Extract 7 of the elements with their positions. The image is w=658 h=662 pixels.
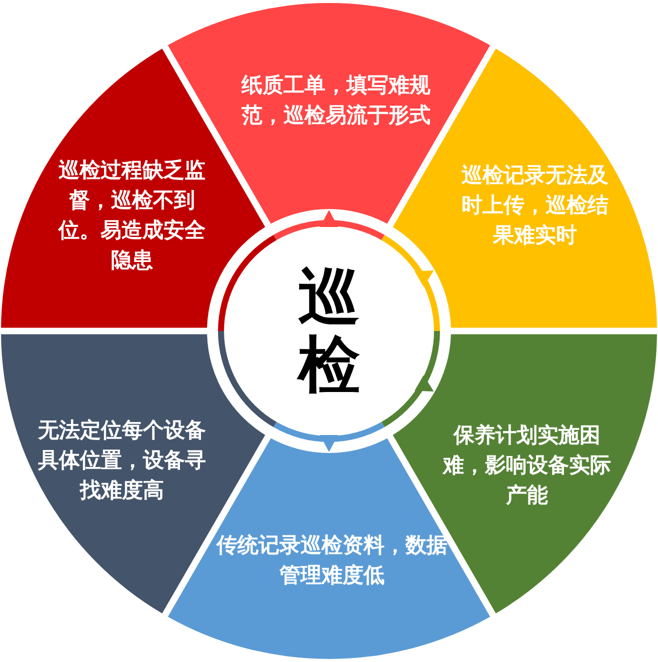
segment-text: 巡检过程缺乏监督，巡检不到位。易造成安全隐患 <box>57 157 206 274</box>
segment-text: 保养计划实施困难，影响设备实际产能 <box>442 422 612 509</box>
center-title: 巡检 <box>298 262 360 400</box>
segment-text: 传统记录巡检资料，数据管理难度低 <box>214 532 448 589</box>
segment-text: 巡检记录无法及时上传，巡检结果难实时 <box>460 162 610 249</box>
segment-text: 纸质工单，填写难规范，巡检易流于形式 <box>240 72 432 129</box>
segment-text: 无法定位每个设备具体位置，设备寻找难度高 <box>36 417 207 504</box>
